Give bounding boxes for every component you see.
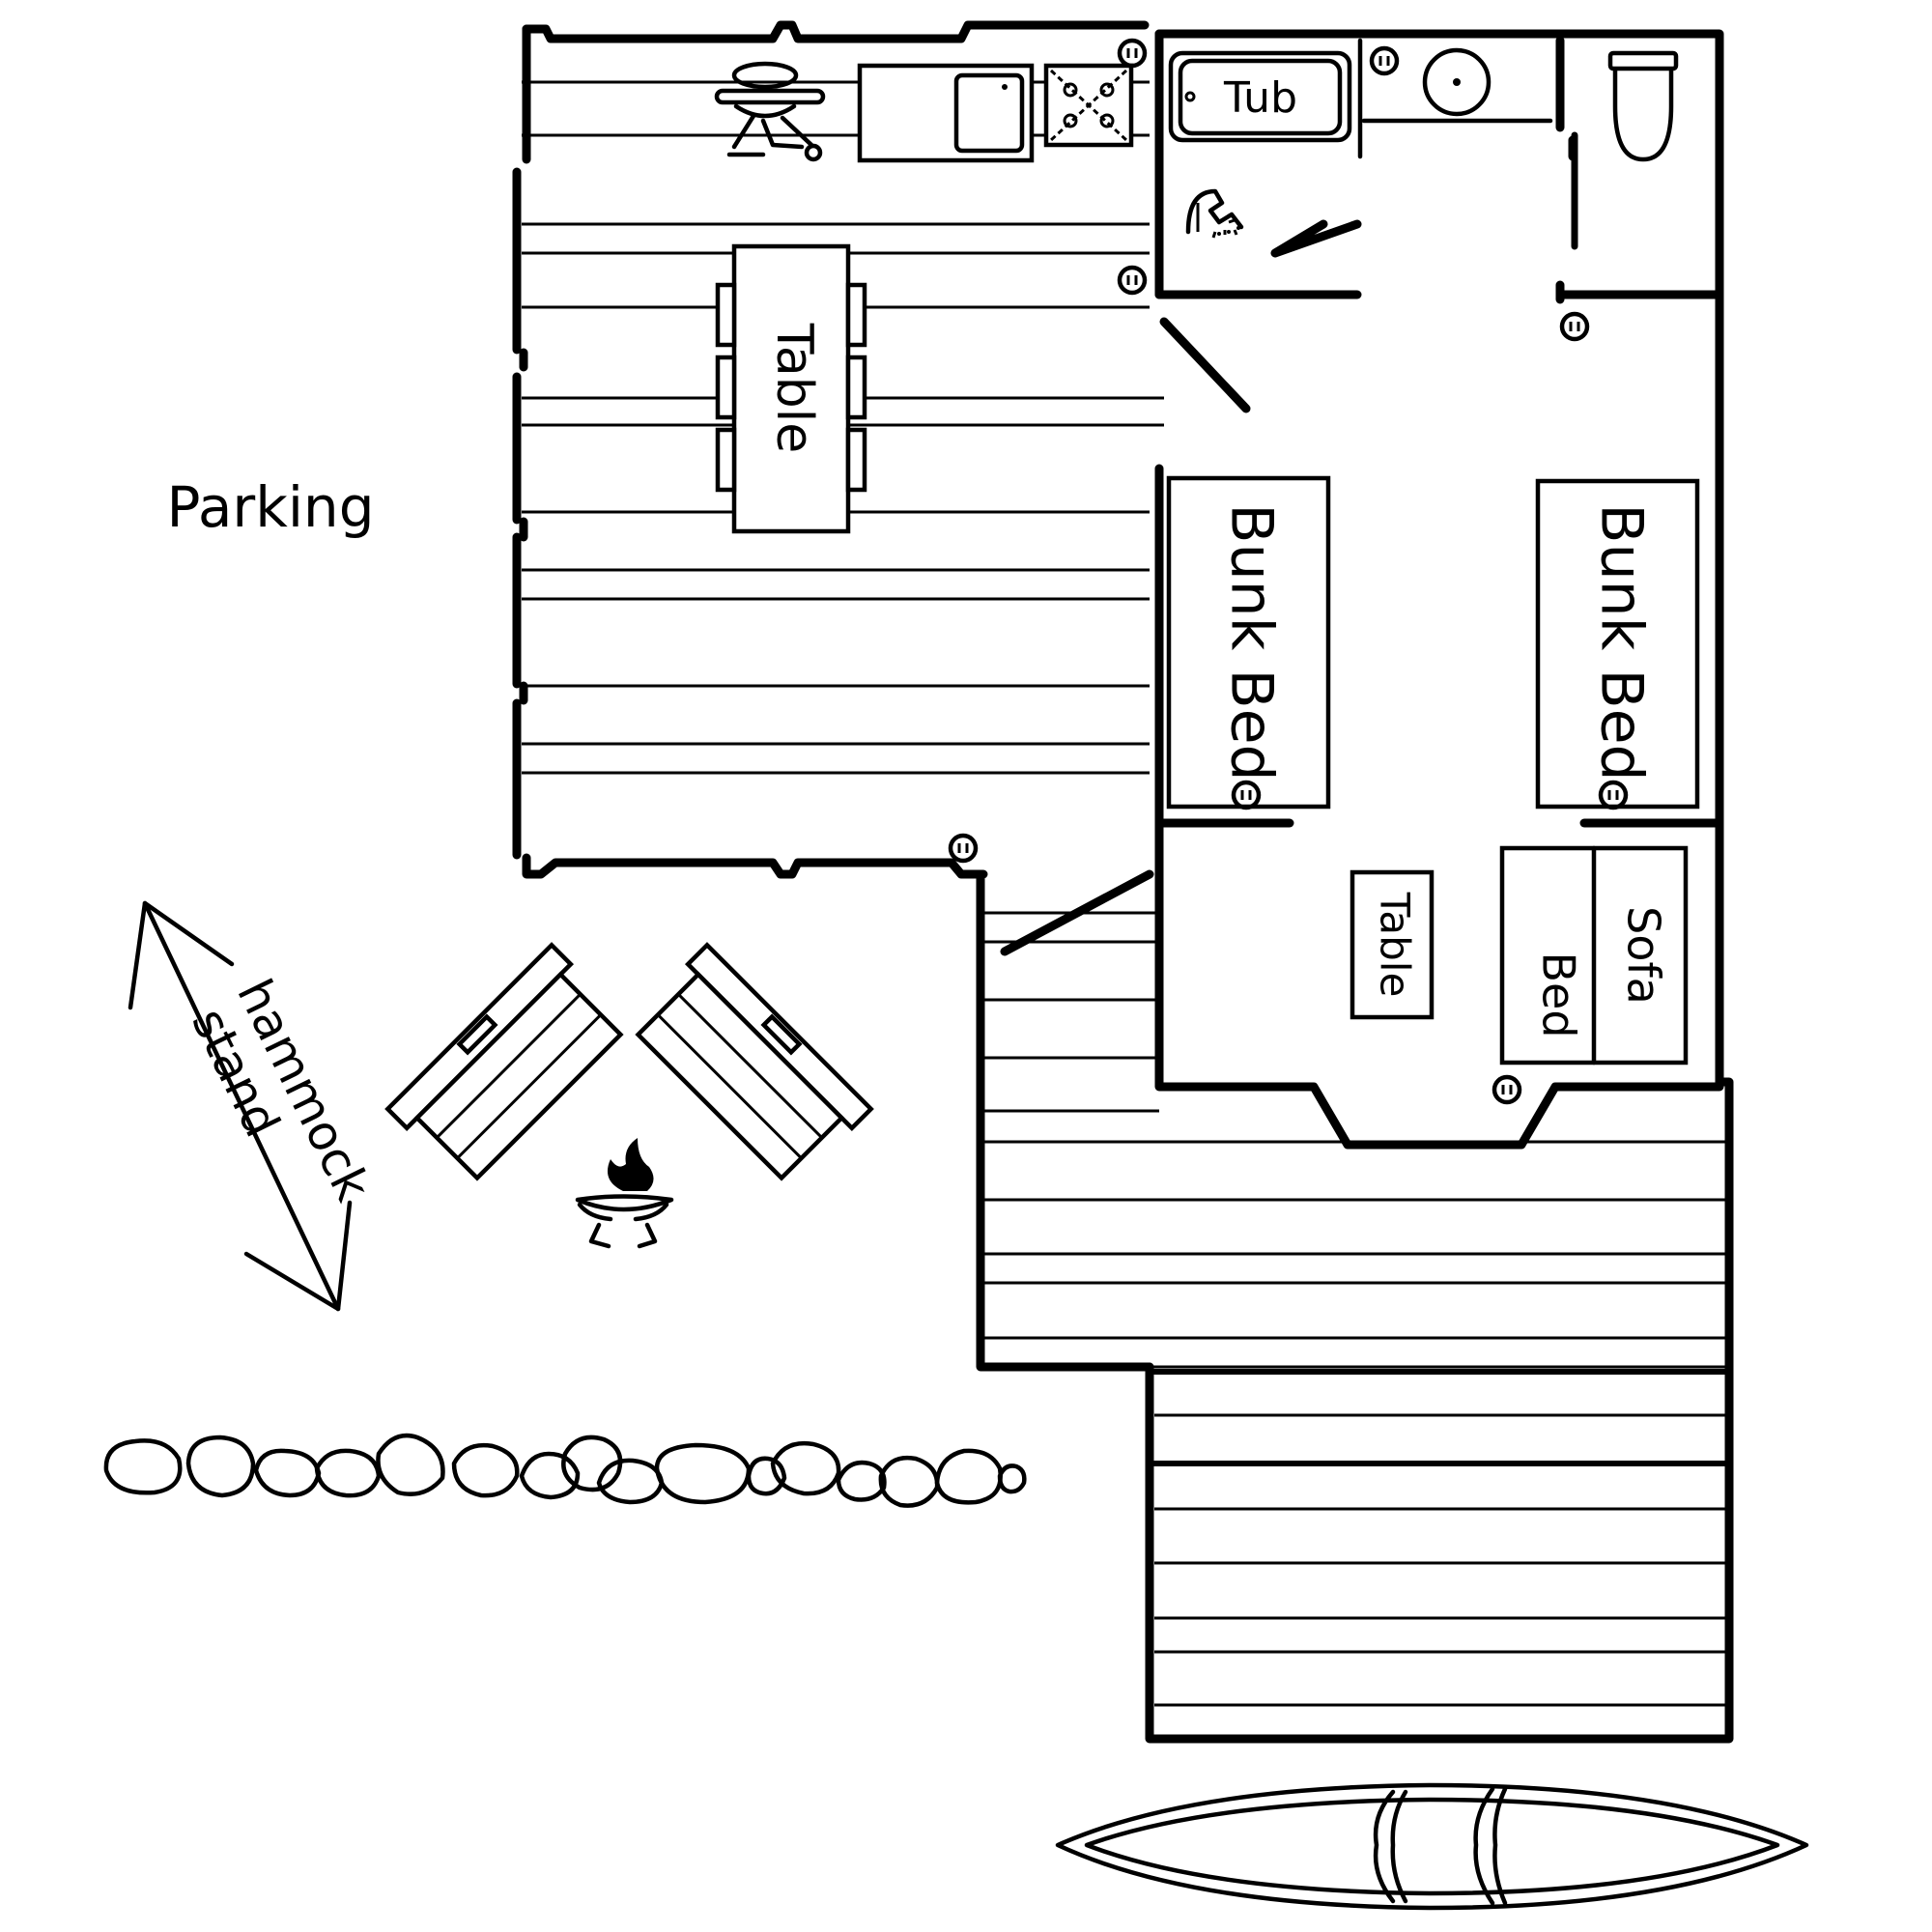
- grill-icon: [714, 61, 826, 162]
- living-table-label: Table: [1372, 892, 1419, 998]
- deck-door-swing: [1000, 869, 1154, 956]
- campfire-icon: [575, 1138, 674, 1249]
- kitchen-counter: [857, 63, 1134, 163]
- hammock-stand-label: hammock stand: [181, 971, 381, 1209]
- sofa-bed-label-line1: Sofa: [1618, 906, 1670, 1005]
- bathroom-door-swing: [1270, 219, 1362, 258]
- sofa-bed: Sofa Bed: [1499, 845, 1689, 1065]
- lower-deck-planks: [980, 911, 1729, 1707]
- shower-icon: [1185, 188, 1244, 239]
- toilet-icon: [1607, 50, 1679, 162]
- outlet-icon: [948, 38, 1629, 1105]
- deck-table-label: Table: [765, 323, 823, 453]
- deck-dining-table: Table: [715, 243, 867, 534]
- canoe-icon: [1055, 1782, 1809, 1911]
- bunk-bed-left-label: Bunk Bed: [1217, 503, 1285, 781]
- tub-label: Tub: [1223, 73, 1297, 123]
- stove-icon: [1043, 63, 1134, 148]
- cabin-walls: [1154, 29, 1724, 1150]
- parking-label: Parking: [166, 474, 374, 540]
- lower-deck: [976, 869, 1734, 1744]
- adirondack-chair-left: [384, 942, 624, 1181]
- sink-icon: [953, 72, 1025, 154]
- sofa-bed-label-line2: Bed: [1533, 952, 1585, 1037]
- chair: [715, 282, 867, 493]
- bunk-bed-right: Bunk Bed: [1535, 478, 1700, 810]
- rock-icon: [103, 1433, 1027, 1508]
- bunk-bed-left: Bunk Bed: [1166, 475, 1331, 810]
- living-table: Table: [1350, 869, 1435, 1020]
- bathroom-sink-icon: [1422, 47, 1492, 117]
- arrow-icon: [128, 900, 353, 1312]
- bathtub: Tub: [1168, 50, 1352, 143]
- bunk-bed-right-label: Bunk Bed: [1587, 503, 1655, 781]
- upper-deck: [512, 20, 1164, 879]
- adirondack-chair-right: [635, 942, 874, 1181]
